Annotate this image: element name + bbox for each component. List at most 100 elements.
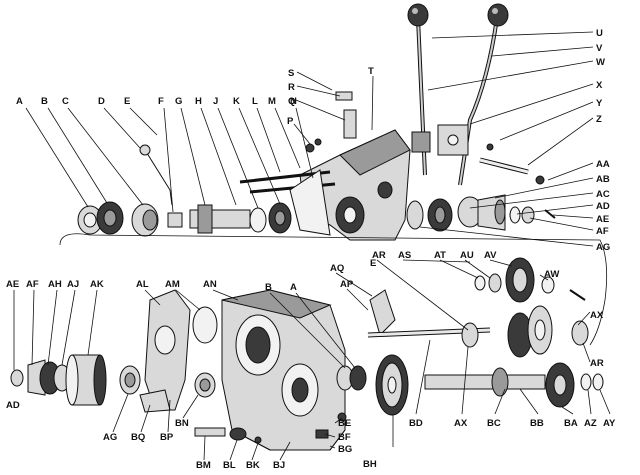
main-shaft-H: [189, 204, 251, 234]
label-AX-lower: AX: [454, 418, 468, 429]
label-P: P: [287, 116, 294, 127]
upper-assembly: [77, 3, 556, 241]
label-AU: AU: [460, 250, 474, 261]
lower-assembly: [10, 257, 604, 451]
top-small-parts: [305, 91, 357, 153]
label-BL: BL: [223, 460, 236, 471]
front-bearing-A: [77, 205, 103, 235]
washer-AD: [509, 206, 521, 224]
front-bearing-B: [96, 201, 124, 235]
label-AG-lower: AG: [103, 432, 117, 443]
label-B-lower: B: [265, 282, 272, 293]
label-T: T: [368, 66, 374, 77]
cross-shaft: [479, 143, 545, 185]
label-AF-lower: AF: [26, 279, 39, 290]
label-AR: AR: [372, 250, 386, 261]
drain-plug-BF: [315, 429, 329, 439]
label-AQ: AQ: [330, 263, 344, 274]
oil-seal-J: [249, 207, 267, 233]
label-AA: AA: [596, 159, 610, 170]
bearing-BN: [194, 372, 216, 398]
gear-BA: [545, 362, 575, 408]
label-Z: Z: [596, 114, 602, 125]
part-labels: A B C D E F G H J K L M N P Q R S T U V …: [6, 28, 616, 471]
label-BG: BG: [338, 444, 352, 455]
label-BH: BH: [363, 459, 377, 470]
gearbox-case-AN: [221, 289, 346, 451]
bearing-K: [268, 202, 292, 234]
label-BD: BD: [409, 418, 423, 429]
nut-AE: [521, 206, 556, 224]
label-AW: AW: [544, 269, 559, 280]
flange-AF: [27, 359, 46, 396]
leader-lines: [13, 31, 611, 461]
shift-lever-right: [458, 3, 509, 186]
gasket-AM: [192, 306, 218, 344]
label-BM: BM: [196, 460, 211, 471]
label-A: A: [16, 96, 23, 107]
label-AM: AM: [165, 279, 180, 290]
label-BQ: BQ: [131, 432, 145, 443]
label-D: D: [98, 96, 105, 107]
label-A-lower: A: [290, 282, 297, 293]
label-BJ: BJ: [273, 460, 285, 471]
label-AP: AP: [340, 279, 354, 290]
label-AJ: AJ: [67, 279, 79, 290]
lever-D: [139, 144, 173, 206]
label-R: R: [288, 82, 295, 93]
bearing-AR: [571, 320, 589, 346]
label-F: F: [158, 96, 164, 107]
label-BF: BF: [338, 432, 351, 443]
label-AD: AD: [596, 201, 610, 212]
drum-AK: [65, 354, 107, 406]
washers-AZ-AY: [580, 373, 604, 391]
label-W: W: [596, 57, 605, 68]
label-Q: Q: [288, 96, 295, 107]
label-E-lower: E: [370, 258, 376, 269]
label-AE: AE: [596, 214, 609, 225]
label-BE: BE: [338, 418, 351, 429]
gear-cluster: [461, 305, 553, 358]
label-AB: AB: [596, 174, 610, 185]
label-AT: AT: [434, 250, 446, 261]
label-N: N: [290, 96, 297, 107]
label-AV: AV: [484, 250, 497, 261]
washer-AW: [541, 276, 586, 301]
lever-bracket: [411, 124, 469, 156]
label-S: S: [288, 68, 294, 79]
label-BP: BP: [160, 432, 174, 443]
label-AN: AN: [203, 279, 217, 290]
label-AH: AH: [48, 279, 62, 290]
nut-AD-lower: [10, 369, 24, 387]
label-AC: AC: [596, 189, 610, 200]
label-AY: AY: [603, 418, 616, 429]
label-L: L: [252, 96, 258, 107]
gear-BH: [375, 354, 409, 416]
label-H: H: [195, 96, 202, 107]
label-X: X: [596, 80, 603, 91]
label-AD-lower: AD: [6, 400, 20, 411]
countershaft-BC: [424, 367, 546, 397]
label-BB: BB: [530, 418, 544, 429]
label-C: C: [62, 96, 69, 107]
gear-AV: [474, 257, 535, 303]
label-AG: AG: [596, 242, 610, 253]
label-AS: AS: [398, 250, 411, 261]
bearing-AG: [406, 198, 453, 232]
bearing-AG-lower: [119, 365, 141, 395]
label-E: E: [124, 96, 130, 107]
label-AX: AX: [590, 310, 604, 321]
bearing-B-lower: [336, 365, 367, 391]
yoke-AH: [39, 361, 71, 395]
label-BC: BC: [487, 418, 501, 429]
label-AF: AF: [596, 226, 609, 237]
label-Y: Y: [596, 98, 603, 109]
label-V: V: [596, 43, 603, 54]
label-AZ: AZ: [584, 418, 597, 429]
label-U: U: [596, 28, 603, 39]
label-AR-lower: AR: [590, 358, 604, 369]
label-BA: BA: [564, 418, 578, 429]
bracket-BQ: [139, 389, 171, 413]
label-BK: BK: [246, 460, 260, 471]
